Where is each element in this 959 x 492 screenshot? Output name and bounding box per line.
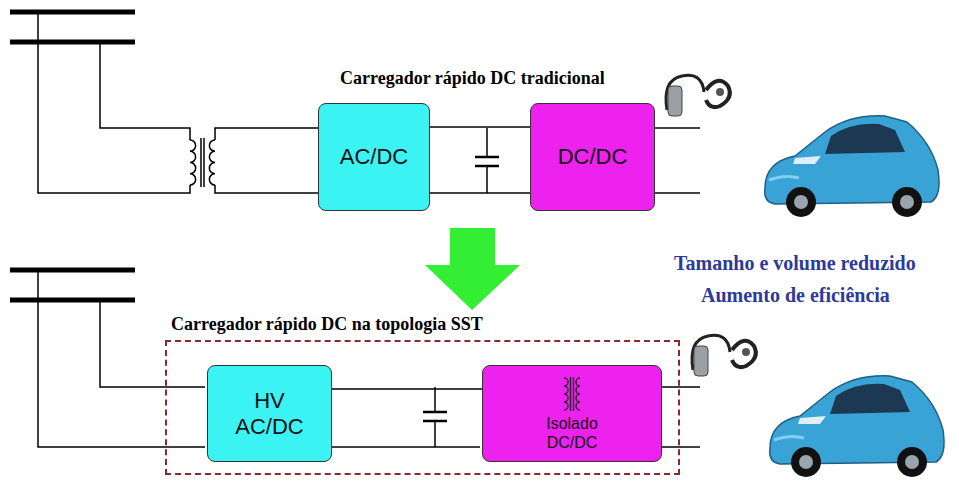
group-title: Carregador rápido DC na topologia SST (171, 314, 483, 335)
box-label: DC/DC (558, 144, 628, 169)
converter-box: Isolado DC/DC (482, 365, 662, 462)
converter-box: AC/DC (318, 103, 430, 211)
benefit-note: Tamanho e volume reduzido (674, 252, 916, 275)
box-label: HV AC/DC (227, 388, 312, 439)
transformer-symbol (552, 375, 592, 413)
dc-link-wire (430, 126, 530, 128)
power-line (10, 270, 205, 447)
charger-group: Carregador rápido DC na topologia SSTHV … (165, 340, 680, 475)
charger-plug (692, 335, 756, 376)
box-label: AC/DC (340, 144, 408, 169)
charger-plug (666, 75, 730, 116)
converter-box: DC/DC (530, 103, 655, 211)
transformer-symbol (190, 128, 318, 193)
power-line (10, 12, 190, 193)
benefit-note: Aumento de eficiência (701, 284, 890, 307)
car-picture (765, 116, 939, 217)
dc-link-wire (332, 388, 482, 390)
box-label: Isolado DC/DC (537, 415, 607, 452)
down-arrow (425, 228, 520, 310)
section-title: Carregador rápido DC tradicional (340, 68, 605, 89)
car-picture (770, 376, 944, 477)
converter-box: HV AC/DC (207, 365, 332, 462)
